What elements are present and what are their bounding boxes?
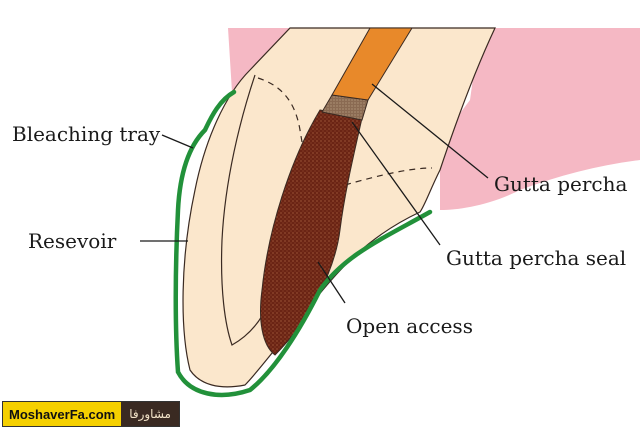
bleaching-tray xyxy=(173,89,433,398)
gutta-percha-region xyxy=(331,27,413,101)
leader-gutta-percha xyxy=(371,83,489,179)
enamel-outline xyxy=(220,74,271,346)
cej-dashed-line xyxy=(344,167,433,186)
open-access-region xyxy=(260,109,363,356)
label-gutta-percha: Gutta percha xyxy=(494,172,628,196)
gum-tissue xyxy=(228,28,640,210)
leader-gutta-percha-seal xyxy=(351,121,441,246)
watermark-persian: مشاورفا xyxy=(121,402,179,426)
watermark-banner: MoshaverFa.com مشاورفا xyxy=(2,401,180,427)
label-bleaching-tray: Bleaching tray xyxy=(12,122,161,146)
label-gutta-percha-seal: Gutta percha seal xyxy=(446,246,627,270)
leader-open-access xyxy=(317,261,346,304)
watermark-site: MoshaverFa.com xyxy=(3,402,122,426)
label-reservoir: Resevoir xyxy=(28,229,117,253)
label-open-access: Open access xyxy=(346,314,473,338)
pulp-dashed-line xyxy=(257,77,306,161)
leader-bleaching-tray xyxy=(161,134,194,149)
